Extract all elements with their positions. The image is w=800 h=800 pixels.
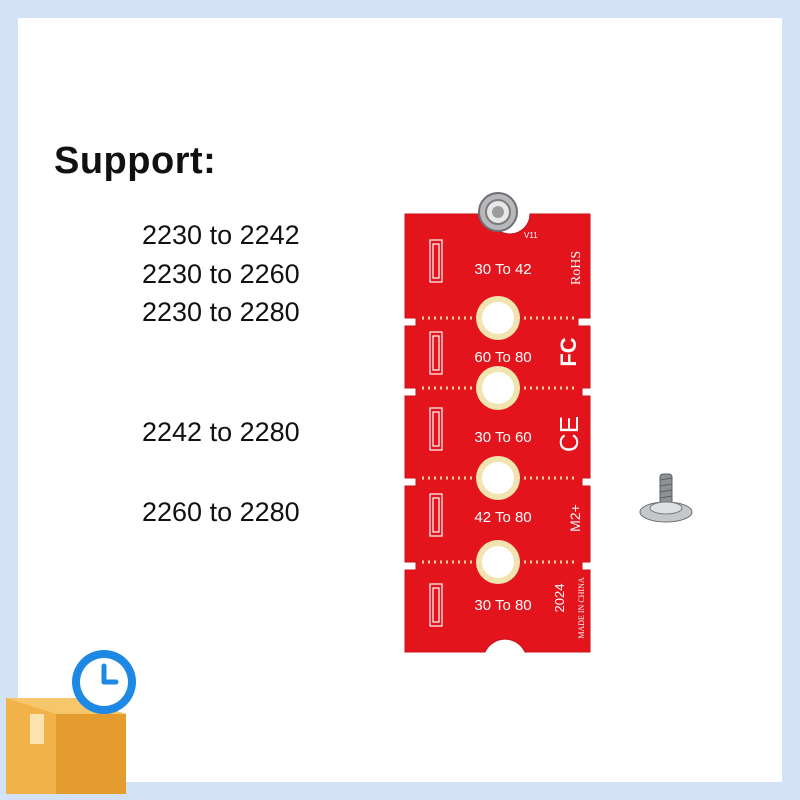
m2-key-mark: M2+ bbox=[567, 504, 583, 532]
section-label-5: 30 To 80 bbox=[474, 597, 531, 614]
board-version: V11 bbox=[524, 231, 538, 240]
section-label-1: 30 To 42 bbox=[474, 261, 531, 278]
support-range-4: 2242 to 2280 bbox=[142, 417, 300, 447]
product-image-area bbox=[18, 18, 782, 782]
fcc-mark: FC bbox=[556, 337, 581, 366]
silkscreen-pads bbox=[429, 239, 443, 627]
origin-mark: MADE IN CHINA bbox=[577, 577, 586, 639]
standoff-nut bbox=[478, 192, 518, 232]
section-label-2: 60 To 80 bbox=[474, 349, 531, 366]
section-label-4: 42 To 80 bbox=[474, 509, 531, 526]
support-range-5: 2260 to 2280 bbox=[142, 497, 300, 527]
support-range-2: 2230 to 2260 bbox=[142, 259, 300, 289]
pcb-body bbox=[404, 213, 591, 653]
cut-lines bbox=[422, 316, 576, 564]
ce-mark: CE bbox=[554, 416, 584, 452]
year-mark: 2024 bbox=[552, 584, 567, 613]
clock-icon bbox=[72, 650, 136, 714]
delivery-box-clock-icon bbox=[6, 650, 136, 794]
support-range-3: 2230 to 2280 bbox=[142, 297, 300, 327]
mounting-holes bbox=[476, 296, 520, 584]
support-heading: Support: bbox=[54, 140, 217, 182]
screw-icon bbox=[639, 473, 693, 523]
support-range-1: 2230 to 2242 bbox=[142, 220, 300, 250]
m2-adapter-board: 30 To 42 60 To 80 30 To 60 42 To 80 30 T… bbox=[404, 192, 591, 653]
section-label-3: 30 To 60 bbox=[474, 429, 531, 446]
rohs-mark: RoHS bbox=[569, 251, 584, 285]
